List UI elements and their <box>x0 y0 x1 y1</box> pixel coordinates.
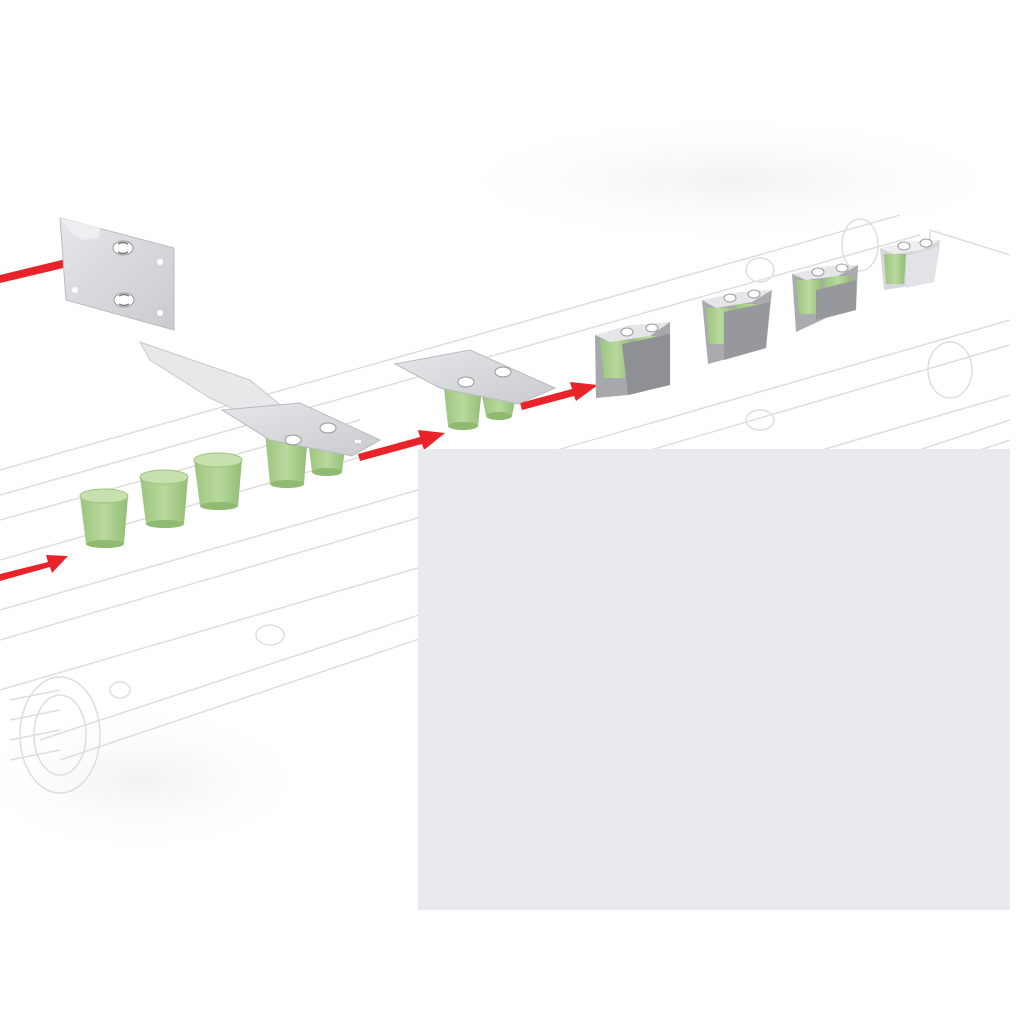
blank-overlay-panel <box>418 449 1010 910</box>
sleeved-pack-icon <box>595 322 670 398</box>
sleeved-pack-group <box>595 238 940 398</box>
cup-icon <box>193 452 243 510</box>
cup-icon <box>139 469 189 528</box>
background-haze-lower <box>0 700 320 860</box>
flow-arrow-to-fitting <box>358 430 445 461</box>
flow-arrow-cups-in <box>0 555 68 581</box>
sleeved-pack-icon <box>702 289 772 364</box>
sleeved-pack-icon <box>880 238 940 290</box>
sleeved-pack-icon <box>792 263 858 332</box>
lid-sheet-icon <box>59 217 175 331</box>
background-haze <box>430 110 1024 250</box>
lidded-cups-icon <box>220 402 382 488</box>
cup-icon <box>79 488 129 548</box>
cups-input-group <box>79 452 243 548</box>
flow-arrow-to-sleeving <box>520 382 598 410</box>
lidded-pair-icon <box>393 349 557 430</box>
